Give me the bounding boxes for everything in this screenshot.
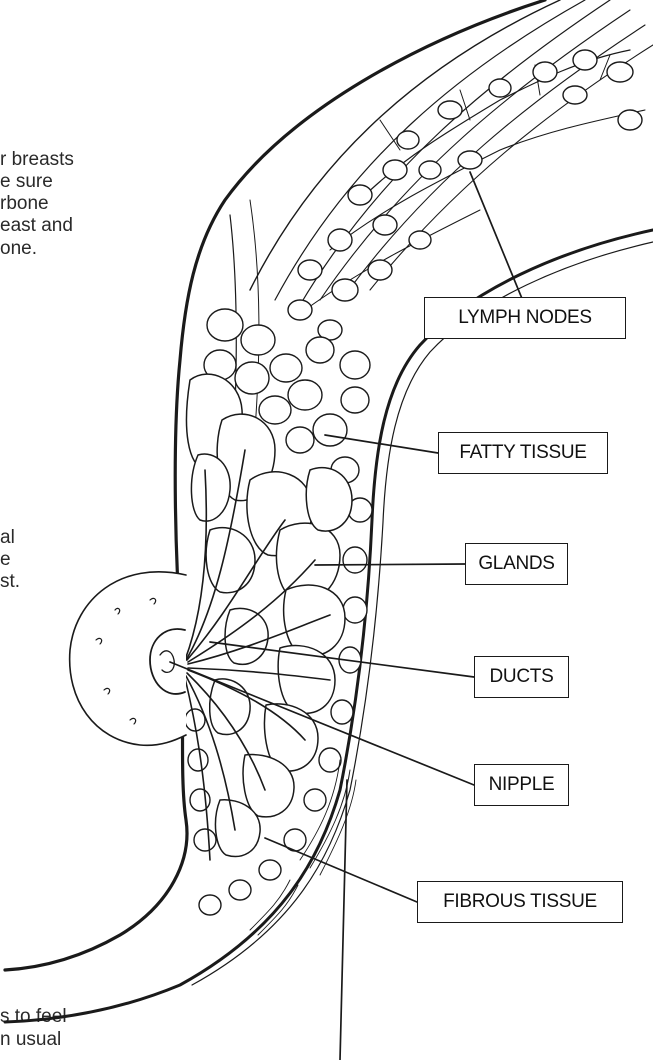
label-fibrous-tissue: FIBROUS TISSUE <box>417 881 623 923</box>
label-glands: GLANDS <box>465 543 568 585</box>
label-ducts: DUCTS <box>474 656 569 698</box>
label-lymph-nodes: LYMPH NODES <box>424 297 626 339</box>
label-nipple: NIPPLE <box>474 764 569 806</box>
leader-line-glands <box>315 564 465 565</box>
leader-line-chest-wall <box>340 780 347 1060</box>
leader-line-fibrous-tissue <box>265 838 417 902</box>
label-fatty-tissue: FATTY TISSUE <box>438 432 608 474</box>
